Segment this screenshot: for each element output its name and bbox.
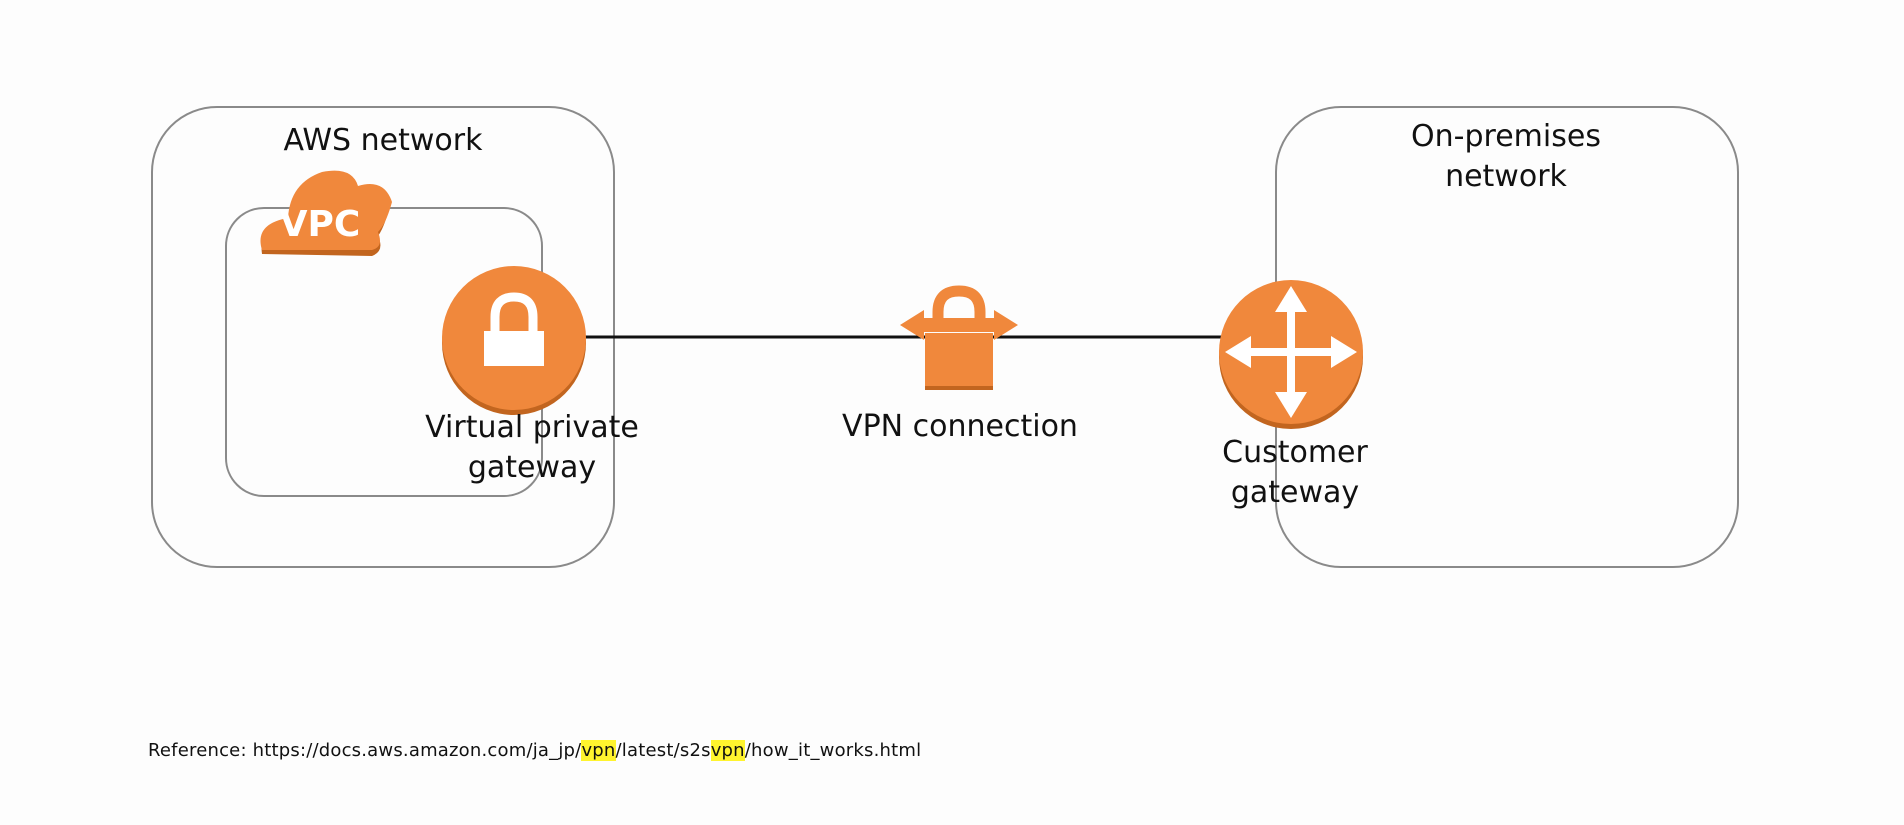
vpc-label: VPC <box>280 204 361 245</box>
highlight-vpn-1: vpn <box>581 740 616 761</box>
vpc-cloud-icon: VPC <box>260 170 392 256</box>
vpg-label-line2: gateway <box>468 450 596 485</box>
customer-gateway-label-line1: Customer <box>1222 435 1368 470</box>
virtual-private-gateway-icon <box>442 266 586 415</box>
vpn-connection-label: VPN connection <box>842 409 1078 444</box>
customer-gateway-label-line2: gateway <box>1231 475 1359 510</box>
vpg-label-line1: Virtual private <box>425 410 639 445</box>
on-premises-label-line2: network <box>1445 159 1567 194</box>
on-premises-label-line1: On-premises <box>1411 119 1601 154</box>
customer-gateway-icon <box>1219 280 1363 429</box>
reference-suffix: /how_it_works.html <box>744 740 922 761</box>
aws-network-label: AWS network <box>284 123 484 158</box>
vpn-connection-icon <box>900 285 1018 390</box>
reference-prefix: Reference: https://docs.aws.amazon.com/j… <box>148 740 582 761</box>
highlight-vpn-2: vpn <box>710 740 745 761</box>
reference-text: Reference: https://docs.aws.amazon.com/j… <box>148 740 921 761</box>
reference-middle: /latest/s2s <box>615 740 711 761</box>
